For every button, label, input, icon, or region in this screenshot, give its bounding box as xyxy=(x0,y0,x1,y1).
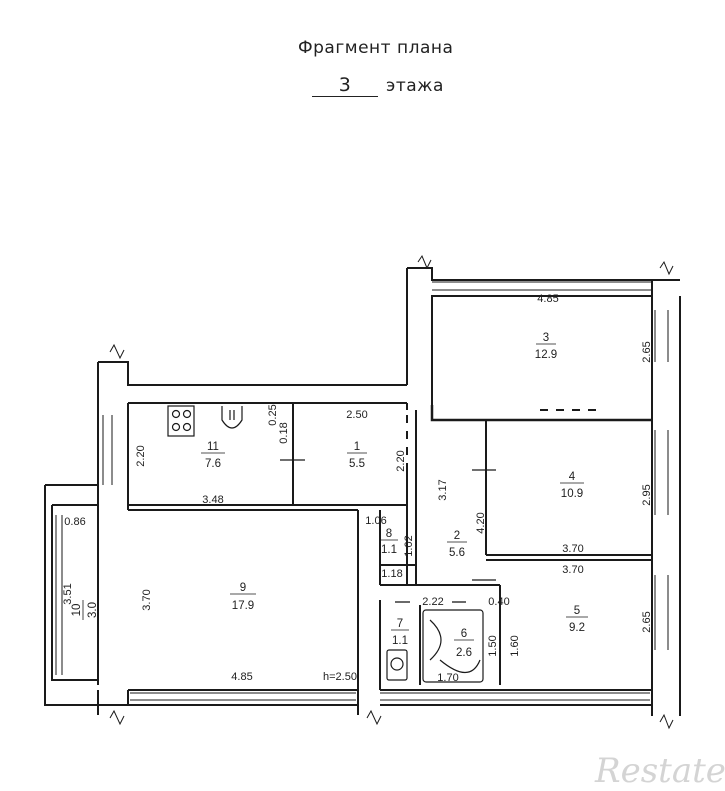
floor-word: этажа xyxy=(386,76,444,96)
watermark: Restate xyxy=(594,751,725,791)
dim-r8-top: 1.06 xyxy=(365,515,386,527)
bathtub-icon xyxy=(422,609,484,683)
dim-r11-shaft-a: 0.25 xyxy=(267,404,279,425)
room-7-number: 7 xyxy=(397,618,403,630)
plan-title: Фрагмент плана xyxy=(298,38,454,58)
room-3-area: 12.9 xyxy=(535,349,557,361)
dimensions: 4.85 2.65 2.50 2.20 2.20 3.48 0.25 0.18 … xyxy=(62,293,653,684)
dim-r9-bottom: 4.85 xyxy=(231,671,252,683)
room-5-area: 9.2 xyxy=(569,622,585,634)
room-6-area: 2.6 xyxy=(456,647,472,659)
dim-r2-side: 3.17 xyxy=(437,479,449,500)
room-9-number: 9 xyxy=(240,582,246,594)
dim-r6-side-a: 1.50 xyxy=(487,635,499,656)
room-4-number: 4 xyxy=(569,471,576,483)
ceiling-height: h=2.50 xyxy=(323,671,357,683)
dim-r4-side: 2.95 xyxy=(641,484,653,505)
dim-r11-side: 2.20 xyxy=(135,445,147,466)
room-2-area: 5.6 xyxy=(449,547,465,559)
room-1-area: 5.5 xyxy=(349,458,365,470)
room-3-number: 3 xyxy=(543,332,549,344)
dim-r2-gap: 0.40 xyxy=(488,596,509,608)
dim-r1-side: 2.20 xyxy=(395,450,407,471)
room-labels: 3 12.9 1 5.5 11 7.6 4 10.9 2 5.6 8 1.1 9… xyxy=(71,332,588,659)
dim-r11-bottom: 3.48 xyxy=(202,494,223,506)
dim-r11-shaft-b: 0.18 xyxy=(278,422,290,443)
door-ticks xyxy=(280,452,496,603)
room-10-area: 3.0 xyxy=(87,602,99,618)
room-5-number: 5 xyxy=(574,605,580,617)
room-6-number: 6 xyxy=(461,628,467,640)
break-marks xyxy=(109,254,674,730)
dim-r9-side: 3.70 xyxy=(141,589,153,610)
room-9-area: 17.9 xyxy=(232,600,254,612)
dim-r2-side-b: 4.20 xyxy=(475,512,487,533)
plan-floor-line: 3 этажа xyxy=(312,74,444,97)
dim-r10-width: 0.86 xyxy=(64,516,85,528)
room-7-area: 1.1 xyxy=(392,635,408,647)
dim-r6-bottom: 1.70 xyxy=(437,672,458,684)
dim-r1-top: 2.50 xyxy=(346,409,367,421)
windows xyxy=(55,281,669,701)
dim-r10-side: 3.51 xyxy=(62,583,74,604)
dim-r8-bottom: 1.18 xyxy=(381,568,402,580)
dim-r8-side: 1.02 xyxy=(403,535,415,556)
openings xyxy=(406,409,600,470)
dim-r6-top: 2.22 xyxy=(422,596,443,608)
room-1-number: 1 xyxy=(354,441,360,453)
room-8-area: 1.1 xyxy=(381,544,397,556)
dim-r3-side: 2.65 xyxy=(641,341,653,362)
dim-r5-side: 2.65 xyxy=(641,611,653,632)
room-11-area: 7.6 xyxy=(205,458,221,470)
room-2-number: 2 xyxy=(454,530,460,542)
stove-icon xyxy=(167,405,195,437)
dim-r4-bottom: 3.70 xyxy=(562,543,583,555)
room-8-number: 8 xyxy=(386,528,392,540)
floor-number: 3 xyxy=(312,74,378,97)
dim-r6-side-b: 1.60 xyxy=(509,635,521,656)
toilet-icon xyxy=(386,649,408,681)
room-10-number: 10 xyxy=(71,604,83,617)
walls xyxy=(44,267,681,716)
dim-r5-top: 3.70 xyxy=(562,564,583,576)
room-4-area: 10.9 xyxy=(561,488,583,500)
sink-icon xyxy=(221,406,243,429)
dim-r3-top: 4.85 xyxy=(537,293,558,305)
room-11-number: 11 xyxy=(207,441,219,453)
